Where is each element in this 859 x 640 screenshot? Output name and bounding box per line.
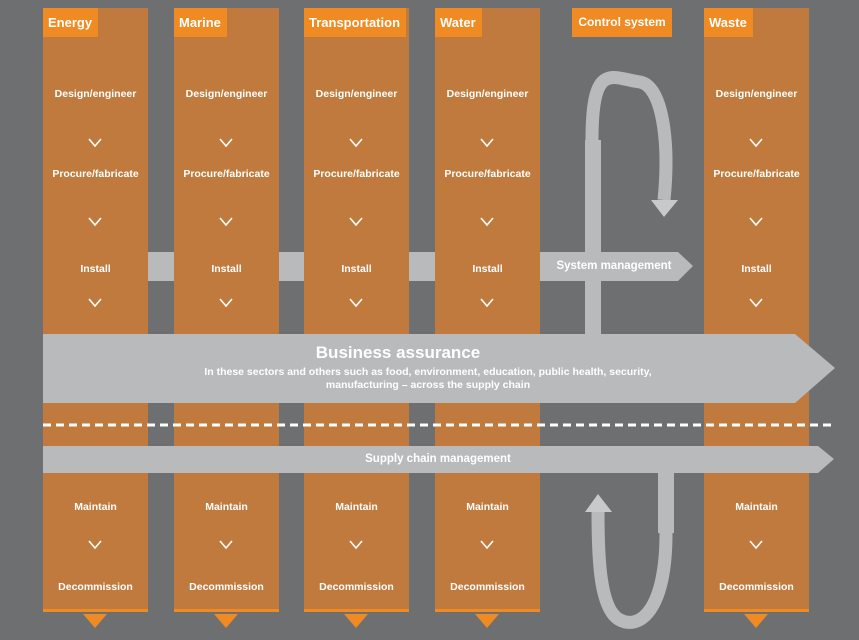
- stage-decommission: Decommission: [450, 581, 525, 593]
- stage-design: Design/engineer: [315, 88, 398, 100]
- stage-procure: Procure/fabricate: [313, 168, 400, 180]
- stage-design: Design/engineer: [185, 88, 268, 100]
- column-transportation: Transportation Design/engineer Procure/f…: [304, 8, 409, 612]
- stage-maintain: Maintain: [735, 501, 778, 513]
- stage-maintain: Maintain: [74, 501, 117, 513]
- business-assurance-arrow: [43, 334, 835, 403]
- stage-install: Install: [341, 263, 372, 275]
- column-header: Waste: [704, 8, 753, 37]
- supply-chain-label: Supply chain management: [365, 453, 511, 465]
- business-assurance-title: Business assurance: [315, 343, 481, 362]
- column-header: Water: [435, 8, 482, 37]
- chevron-down-icon: [480, 298, 494, 308]
- column-notch: [344, 614, 368, 628]
- column-energy: Energy Design/engineer Procure/fabricate…: [43, 8, 148, 612]
- column-notch: [83, 614, 107, 628]
- chevron-down-icon: [219, 298, 233, 308]
- install-connector: [148, 252, 174, 281]
- chevron-down-icon: [749, 217, 763, 227]
- stage-install: Install: [741, 263, 772, 275]
- stage-install: Install: [211, 263, 242, 275]
- stage-design: Design/engineer: [446, 88, 529, 100]
- chevron-down-icon: [219, 217, 233, 227]
- stage-maintain: Maintain: [335, 501, 378, 513]
- system-management-label: System management: [556, 260, 672, 272]
- stage-decommission: Decommission: [719, 581, 794, 593]
- stage-decommission: Decommission: [58, 581, 133, 593]
- cycle-arrow-icon: [591, 511, 673, 629]
- stage-install: Install: [472, 263, 503, 275]
- stage-design: Design/engineer: [54, 88, 137, 100]
- chevron-down-icon: [349, 138, 363, 148]
- chevron-down-icon: [88, 540, 102, 550]
- chevron-down-icon: [219, 138, 233, 148]
- column-header: Energy: [43, 8, 99, 37]
- cycle-band-lower: [658, 473, 674, 533]
- column-header: Marine: [174, 8, 227, 37]
- chevron-down-icon: [749, 298, 763, 308]
- chevron-down-icon: [480, 217, 494, 227]
- stage-decommission: Decommission: [319, 581, 394, 593]
- chevron-down-icon: [749, 138, 763, 148]
- stage-procure: Procure/fabricate: [183, 168, 270, 180]
- stage-procure: Procure/fabricate: [444, 168, 531, 180]
- chevron-down-icon: [349, 217, 363, 227]
- chevron-down-icon: [749, 540, 763, 550]
- chevron-down-icon: [88, 138, 102, 148]
- column-marine: Marine Design/engineer Procure/fabricate…: [174, 8, 279, 612]
- business-assurance-subtitle: In these sectors and others such as food…: [204, 366, 652, 391]
- cycle-arrowhead-icon: [585, 494, 612, 512]
- column-header: Transportation: [304, 8, 407, 37]
- chevron-down-icon: [480, 138, 494, 148]
- install-connector: [279, 252, 304, 281]
- column-notch: [475, 614, 499, 628]
- chevron-down-icon: [349, 540, 363, 550]
- install-connector: [409, 252, 435, 281]
- column-notch: [214, 614, 238, 628]
- stage-maintain: Maintain: [466, 501, 509, 513]
- supply-chain-arrow: [43, 446, 834, 473]
- stage-install: Install: [80, 263, 111, 275]
- stage-decommission: Decommission: [189, 581, 264, 593]
- cycle-arrow-icon: [585, 70, 673, 201]
- chevron-down-icon: [88, 298, 102, 308]
- control-system-header: Control system: [572, 8, 672, 37]
- column-notch: [744, 614, 768, 628]
- chevron-down-icon: [88, 217, 102, 227]
- chevron-down-icon: [349, 298, 363, 308]
- stage-design: Design/engineer: [715, 88, 798, 100]
- stage-procure: Procure/fabricate: [52, 168, 139, 180]
- stage-maintain: Maintain: [205, 501, 248, 513]
- chevron-down-icon: [219, 540, 233, 550]
- column-water: Water Design/engineer Procure/fabricate …: [435, 8, 540, 612]
- cycle-arrowhead-icon: [651, 200, 678, 217]
- chevron-down-icon: [480, 540, 494, 550]
- system-management-arrow: [540, 252, 693, 281]
- column-waste: Waste Design/engineer Procure/fabricate …: [704, 8, 809, 612]
- stage-procure: Procure/fabricate: [713, 168, 800, 180]
- cycle-band-upper: [585, 140, 601, 336]
